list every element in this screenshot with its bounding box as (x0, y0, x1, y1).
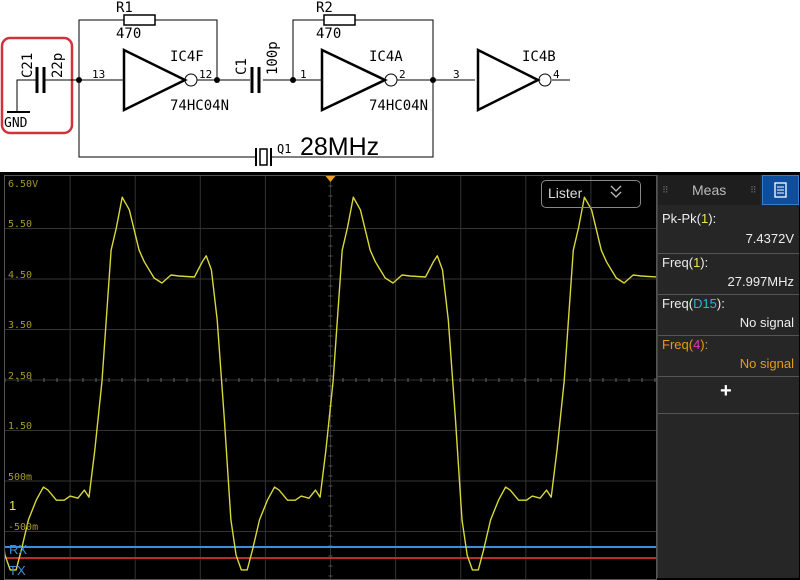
y-label: -500m (8, 522, 39, 533)
gnd-label: GND (4, 116, 28, 131)
lister-button[interactable]: Lister (541, 180, 641, 208)
tx-label: TX (9, 563, 26, 578)
meas-name: Freq( (662, 337, 694, 352)
meas-name: Pk-Pk( (662, 211, 701, 226)
r1-value: 470 (116, 26, 141, 42)
c21-label: C21 (20, 53, 36, 78)
channel-1-waveform (5, 196, 656, 571)
ic4b-pin-out: 4 (553, 68, 560, 81)
y-label: 3.50 (8, 320, 33, 331)
ic4b-inverter (476, 47, 541, 113)
ic4f-inverter (122, 47, 188, 113)
ic4a-label: IC4A (369, 49, 403, 65)
y-label: 1.50 (8, 421, 33, 432)
meas-value: No signal (739, 356, 794, 371)
chevron-double-down-icon (608, 181, 624, 208)
divider (658, 413, 799, 414)
measurement-pkpk[interactable]: Pk-Pk(1): 7.4372V (658, 207, 799, 254)
r2-value: 470 (316, 26, 341, 42)
tab-meas-label: Meas (692, 182, 727, 198)
waveform-area[interactable]: 6.50V 5.50 4.50 3.50 2.50 1.50 500m -500… (4, 175, 657, 580)
ic4b-pin-in: 3 (453, 68, 460, 81)
grip-icon: ⠿ (662, 185, 669, 195)
c1-label: C1 (234, 58, 250, 75)
channel-1-marker[interactable]: 1 (9, 498, 17, 513)
measurement-freq-1[interactable]: Freq(1): 27.997MHz (658, 254, 799, 295)
list-icon (774, 182, 787, 198)
meas-source: 1 (701, 211, 709, 226)
ic4f-label: IC4F (170, 49, 204, 65)
y-label: 2.50 (8, 371, 33, 382)
meas-suffix: ): (708, 211, 717, 226)
r1-label: R1 (116, 0, 133, 16)
meas-value: 27.997MHz (727, 274, 794, 289)
meas-suffix: ): (700, 337, 709, 352)
meas-suffix: ): (716, 296, 725, 311)
meas-source: 4 (693, 337, 701, 352)
y-label: 500m (8, 472, 33, 483)
ic4f-part: 74HC04N (170, 98, 229, 114)
measurement-freq-d15[interactable]: Freq(D15): No signal (658, 295, 799, 336)
r2-label: R2 (316, 0, 333, 16)
meas-name: Freq( (662, 255, 694, 270)
ic4f-pin-out: 12 (199, 68, 212, 81)
meas-value: 7.4372V (745, 231, 794, 246)
lister-label: Lister (548, 185, 583, 201)
grip-icon: ⠿ (750, 185, 757, 195)
y-label: 5.50 (8, 219, 33, 230)
c1-value: 100p (265, 41, 281, 75)
meas-suffix: ): (700, 255, 709, 270)
ic4a-pin-out: 2 (399, 68, 406, 81)
ic4a-inverter (320, 48, 388, 112)
measurement-freq-4[interactable]: Freq(4): No signal (658, 336, 799, 377)
meas-source: D15 (693, 296, 717, 311)
oscilloscope-display: 6.50V 5.50 4.50 3.50 2.50 1.50 500m -500… (0, 172, 800, 580)
ic4a-part: 74HC04N (369, 98, 428, 114)
q1-frequency: 28MHz (300, 133, 379, 161)
y-label: 4.50 (8, 270, 33, 281)
waveform-plot (5, 176, 656, 579)
ic4f-pin-in: 13 (92, 68, 105, 81)
meas-source: 1 (693, 255, 701, 270)
tab-meas[interactable]: ⠿ Meas ⠿ (658, 175, 760, 205)
ic4a-pin-in: 1 (300, 68, 307, 81)
c21-value: 22p (50, 53, 66, 78)
measurement-panel: ⠿ Meas ⠿ Pk-Pk(1): 7.4372V Freq(1): 27.9… (657, 175, 799, 578)
add-measurement-button[interactable]: + (720, 380, 732, 402)
meas-value: No signal (739, 315, 794, 330)
trigger-position-marker (325, 176, 336, 182)
menu-button[interactable] (762, 175, 799, 205)
rx-label: RX (9, 542, 28, 557)
y-label: 6.50V (8, 179, 39, 190)
q1-label: Q1 (277, 142, 291, 156)
meas-name: Freq( (662, 296, 694, 311)
c21-highlight-box (0, 36, 74, 135)
ic4b-label: IC4B (522, 49, 556, 65)
oscillator-schematic: GND C21 22p R1 470 R2 470 13 12 IC4F 74H… (0, 0, 570, 166)
